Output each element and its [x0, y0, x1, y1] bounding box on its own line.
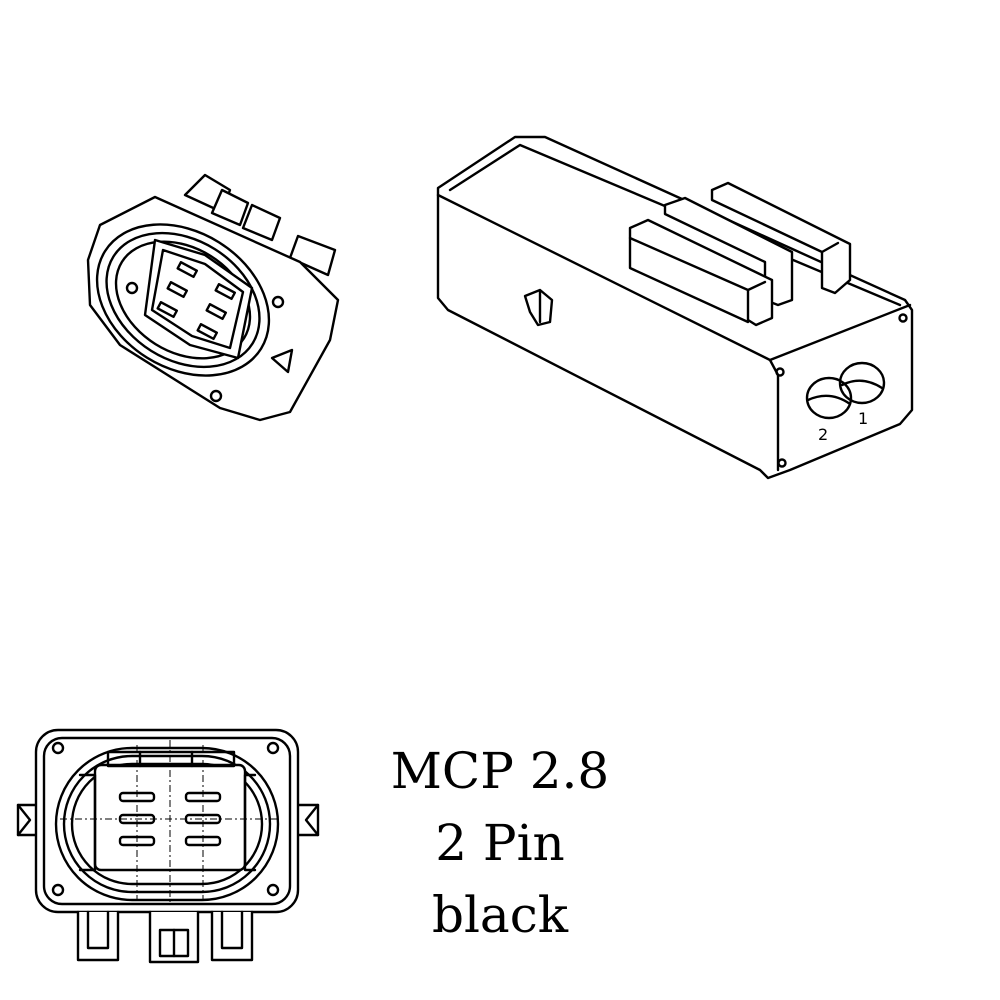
caption-model: MCP 2.8 [390, 742, 610, 800]
product-caption: MCP 2.8 2 Pin black [340, 735, 660, 951]
connector-housing-side-view: 2 1 [436, 135, 914, 480]
pin-label-1: 1 [858, 409, 868, 428]
pin-label-2: 2 [818, 425, 828, 444]
caption-pin-count: 2 Pin [435, 814, 565, 872]
caption-color: black [431, 886, 569, 944]
connector-perspective-front-view [86, 173, 340, 422]
connector-front-view [16, 728, 320, 964]
